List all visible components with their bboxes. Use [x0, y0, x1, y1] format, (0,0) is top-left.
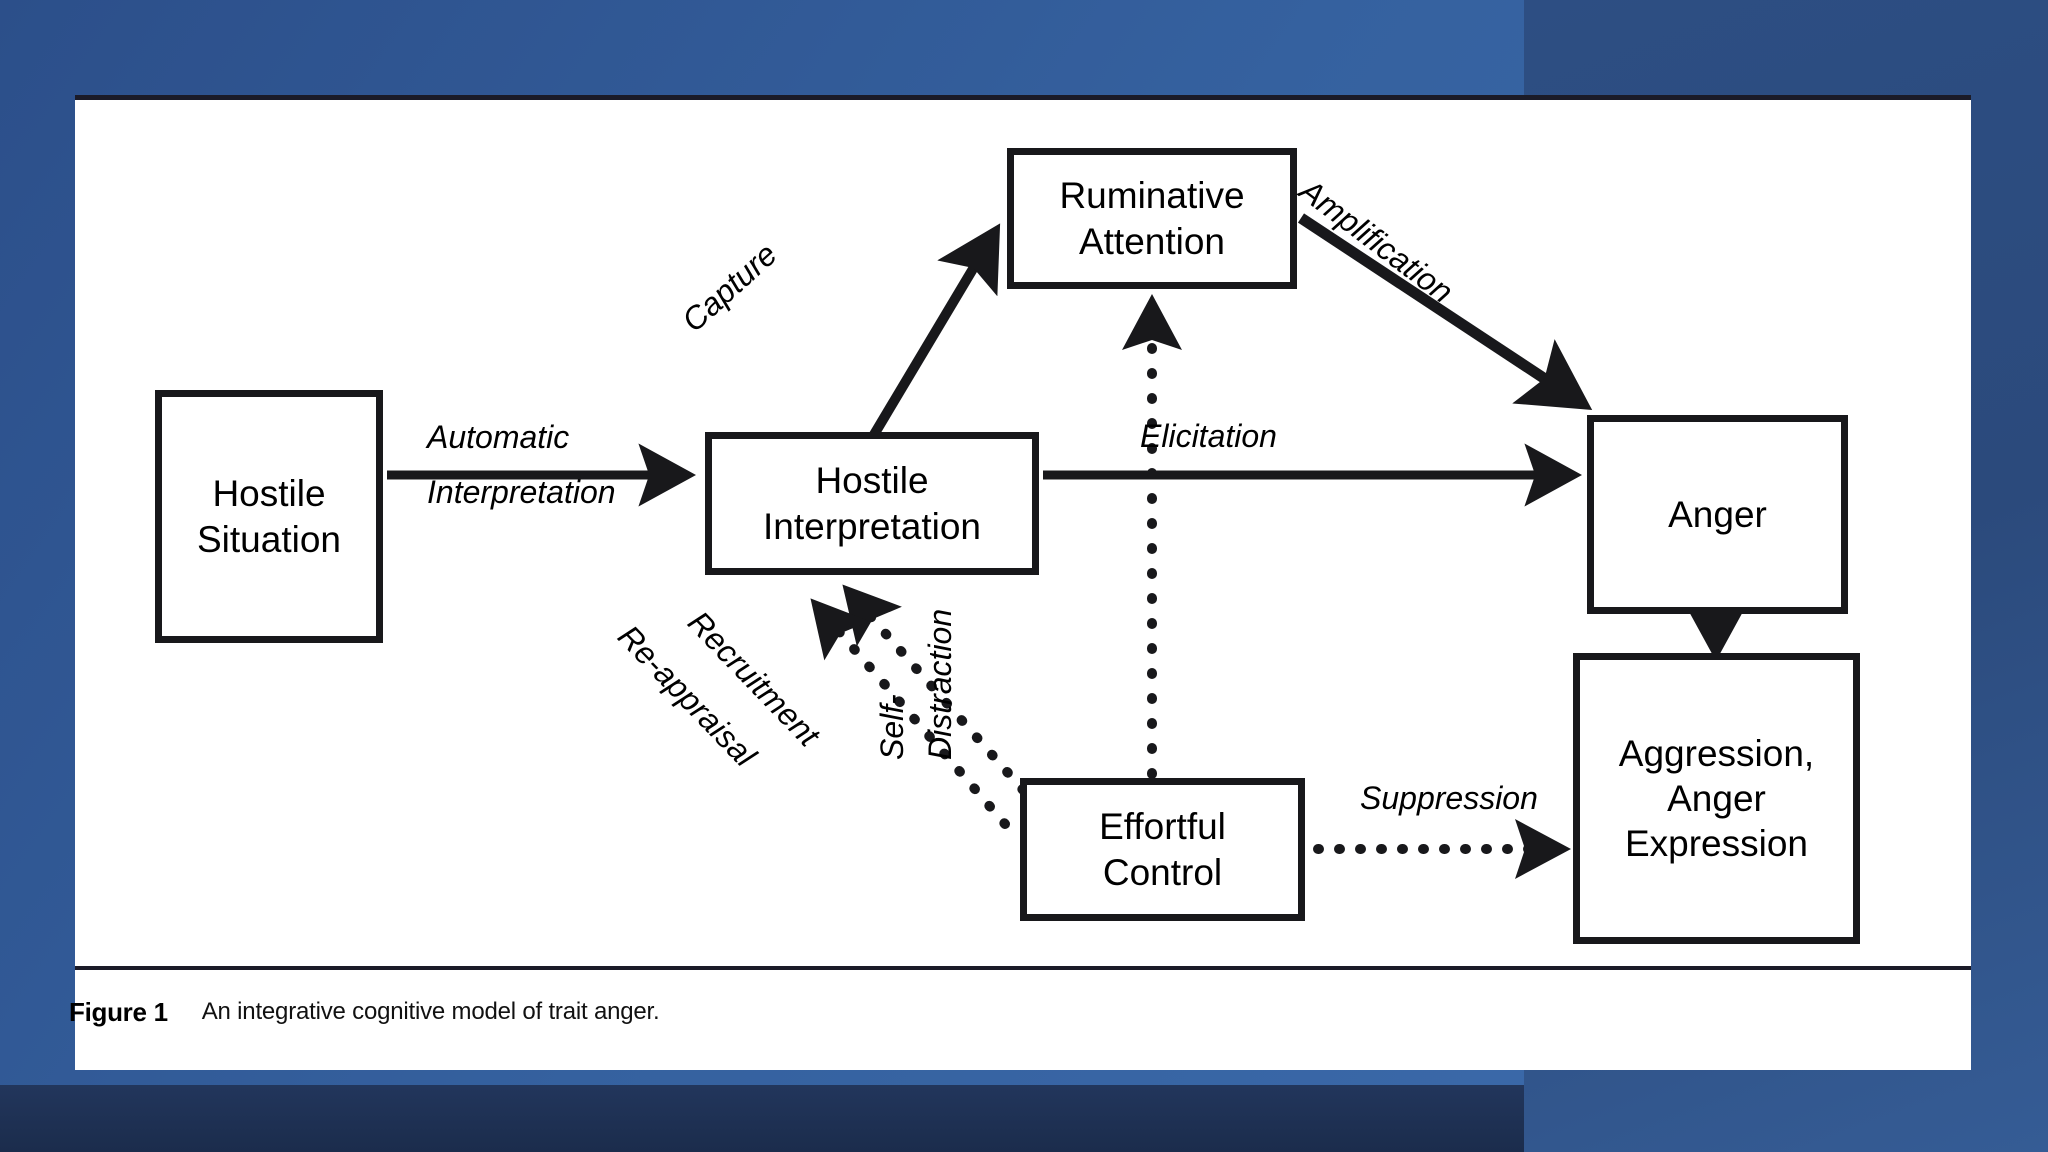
diagram-canvas: Hostile Situation Hostile Interpretation… [75, 100, 1971, 980]
node-aggression[interactable]: Aggression, Anger Expression [1573, 653, 1860, 944]
edge-label-elicitation: Elicitation [1140, 418, 1277, 454]
edge-label-distraction: Distraction [922, 608, 958, 760]
edge-amplification [1297, 213, 1593, 411]
edge-recruitment [842, 584, 1028, 795]
node-effortful-control-line2: Control [1102, 851, 1223, 893]
figure-caption-text: An integrative cognitive model of trait … [201, 998, 660, 1025]
node-hostile-interpretation-line2: Interpretation [762, 505, 982, 547]
figure-caption: Figure 1 An integrative cognitive model … [69, 988, 1971, 1036]
node-hostile-interpretation-line1: Hostile [815, 460, 929, 502]
edge-label-automatic: Automatic [427, 419, 570, 455]
caption-divider [75, 966, 1971, 970]
node-aggression-line2: Anger [1667, 777, 1766, 819]
node-effortful-control-line1: Effortful [1099, 806, 1226, 848]
node-hostile-interpretation[interactable]: Hostile Interpretation [705, 432, 1039, 575]
node-effortful-control[interactable]: Effortful Control [1020, 778, 1305, 921]
edge-label-interpretation: Interpretation [427, 474, 616, 510]
figure-panel: Hostile Situation Hostile Interpretation… [69, 95, 1971, 1070]
node-ruminative-attention[interactable]: Ruminative Attention [1007, 148, 1297, 289]
node-aggression-line3: Expression [1624, 823, 1808, 865]
edge-label-suppression: Suppression [1360, 780, 1538, 816]
node-hostile-situation-line1: Hostile [212, 473, 326, 515]
edge-label-self: Self- [874, 694, 910, 760]
node-ruminative-attention-line2: Attention [1078, 220, 1226, 262]
slide-background-bottom-band [0, 1085, 1524, 1152]
node-anger-line1: Anger [1668, 493, 1767, 535]
node-aggression-line1: Aggression, [1618, 732, 1815, 774]
node-anger[interactable]: Anger [1587, 415, 1848, 614]
figure-caption-label: Figure 1 [69, 996, 168, 1027]
node-ruminative-attention-line1: Ruminative [1059, 175, 1245, 217]
edge-reappraisal [810, 598, 1010, 829]
node-hostile-situation-line2: Situation [197, 518, 341, 560]
node-hostile-situation[interactable]: Hostile Situation [155, 390, 383, 643]
